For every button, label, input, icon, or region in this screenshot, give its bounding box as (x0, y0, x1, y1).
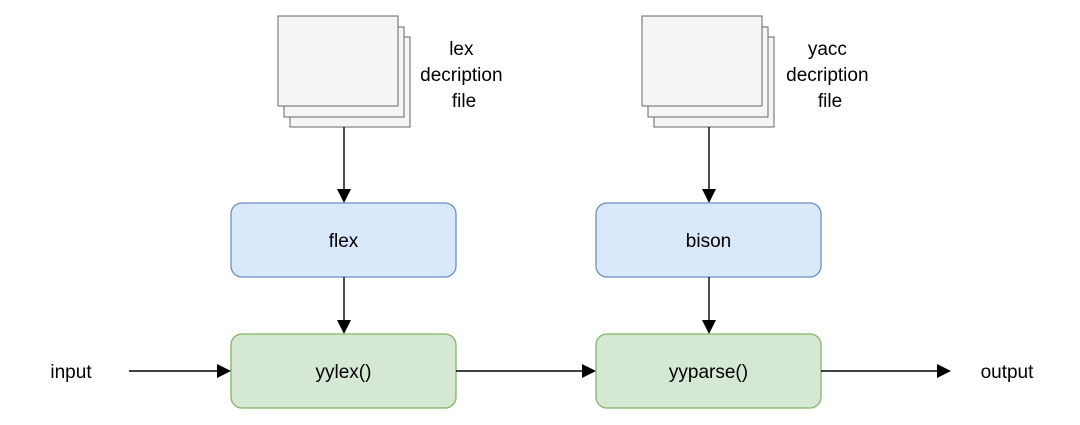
yylex-to-yyparse-arrow (456, 364, 596, 378)
yyparse-label: yyparse() (669, 362, 748, 383)
yacc-file-to-bison-arrow (702, 127, 716, 203)
yylex-label: yylex() (316, 362, 372, 383)
flex-label: flex (329, 231, 359, 252)
yyparse-node: yyparse() (595, 333, 822, 409)
yylex-node: yylex() (230, 333, 457, 409)
bison-node: bison (595, 202, 822, 278)
yacc-description-file-document-icon (641, 15, 775, 128)
lex-description-file-document-icon (277, 15, 411, 128)
output-label: output (981, 362, 1035, 383)
lex-file-to-flex-arrow (337, 127, 351, 203)
lex-description-file-label: lex decription file (420, 39, 508, 112)
input-to-yylex-arrow (129, 364, 231, 378)
flex-node: flex (230, 202, 457, 278)
yyparse-to-output-arrow (821, 364, 951, 378)
bison-label: bison (686, 231, 731, 252)
input-label: input (50, 362, 92, 383)
bison-to-yyparse-arrow (702, 277, 716, 334)
yacc-description-file-label: yacc decription file (786, 39, 874, 112)
flex-to-yylex-arrow (337, 277, 351, 334)
